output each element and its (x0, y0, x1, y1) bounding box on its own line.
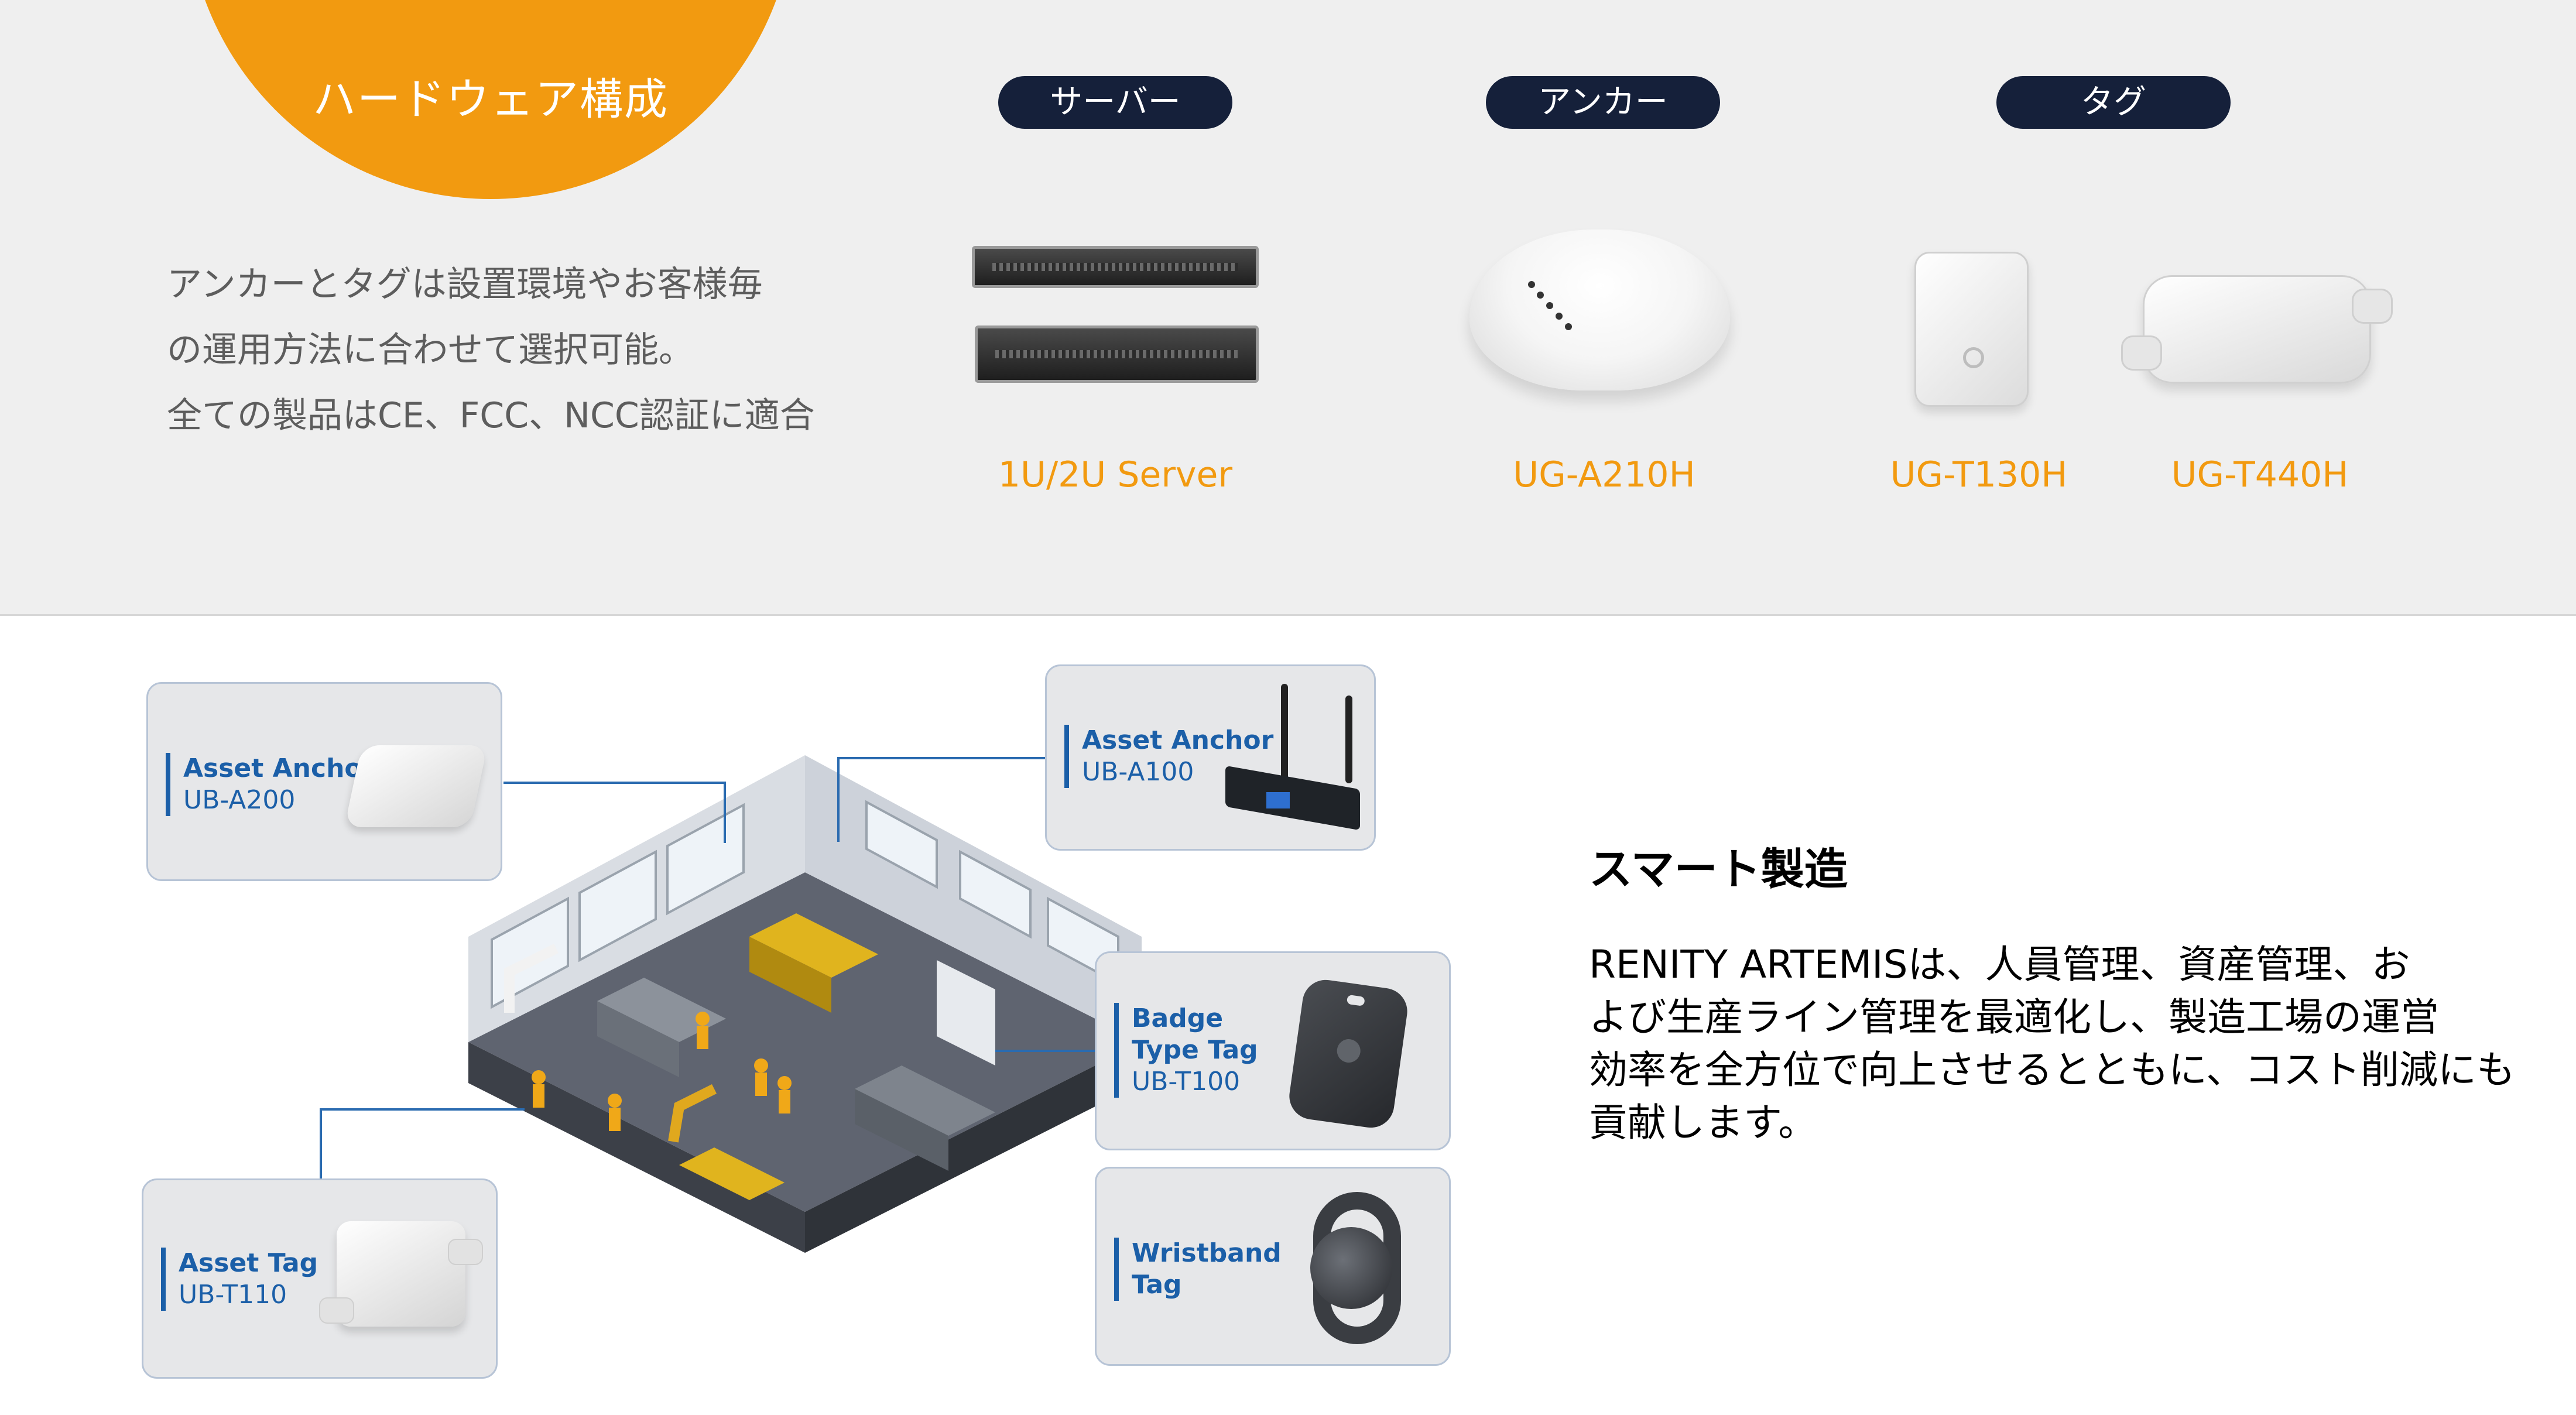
anchor-a200-image (344, 745, 488, 827)
callout-wristband-tag: Wristband Tag (1095, 1167, 1451, 1366)
anchor-a100-image (1222, 684, 1363, 831)
callout-title: Asset Anchor (1082, 725, 1274, 755)
category-pill-anchor: アンカー (1486, 76, 1720, 129)
connector-line (837, 757, 840, 842)
callout-asset-anchor-a100: Asset Anchor UB-A100 (1045, 664, 1376, 851)
model-tag-t440: UG-T440H (2171, 454, 2349, 495)
tag-t130-image (1914, 252, 2029, 407)
callout-title: Asset Tag (179, 1248, 318, 1278)
server-1u-image (972, 246, 1259, 288)
factory-illustration (468, 755, 1142, 1253)
callout-title: Badge (1132, 1003, 1224, 1033)
model-anchor: UG-A210H (1513, 454, 1695, 495)
hardware-description: アンカーとタグは設置環境やお客様毎 の運用方法に合わせて選択可能。 全ての製品は… (167, 252, 840, 448)
smart-manufacturing-line: よび生産ライン管理を最適化し、製造工場の運営 (1589, 995, 2439, 1040)
hardware-description-line: アンカーとタグは設置環境やお客様毎 (167, 264, 763, 305)
wristband-tag-image (1290, 1192, 1413, 1344)
smart-manufacturing-body: RENITY ARTEMISは、人員管理、資産管理、お よび生産ライン管理を最適… (1589, 938, 2516, 1149)
anchor-device-image (1469, 229, 1730, 390)
asset-tag-image (319, 1221, 483, 1327)
callout-model: UB-T100 (1132, 1067, 1241, 1097)
smart-manufacturing-line: 貢献します。 (1589, 1100, 1817, 1145)
callout-model: UB-T110 (179, 1280, 287, 1310)
callout-asset-tag: Asset Tag UB-T110 (142, 1178, 498, 1379)
callout-label: Asset Tag UB-T110 (161, 1248, 318, 1311)
hardware-section: ハードウェア構成 アンカーとタグは設置環境やお客様毎 の運用方法に合わせて選択可… (0, 0, 2576, 616)
callout-badge-tag: Badge Type Tag UB-T100 (1095, 951, 1451, 1150)
callout-model: UB-A100 (1082, 757, 1194, 787)
callout-title: Type Tag (1132, 1035, 1258, 1065)
smart-manufacturing-title: スマート製造 (1589, 844, 1848, 895)
smart-manufacturing-line: 効率を全方位で向上させるとともに、コスト削減にも (1589, 1047, 2516, 1092)
callout-label: Badge Type Tag UB-T100 (1114, 1003, 1258, 1098)
hardware-description-line: の運用方法に合わせて選択可能。 (167, 330, 694, 371)
connector-line (320, 1108, 525, 1111)
badge-tag-image (1286, 977, 1410, 1131)
connector-line (995, 1050, 1095, 1052)
callout-title: Tag (1132, 1270, 1182, 1300)
connector-line (320, 1108, 322, 1178)
model-server: 1U/2U Server (998, 454, 1233, 495)
tag-t440-image (2121, 275, 2393, 383)
hardware-title: ハードウェア構成 (313, 74, 669, 125)
connector-line (724, 782, 726, 843)
connector-line (837, 757, 1045, 759)
callout-title: Wristband (1132, 1238, 1282, 1268)
model-tag-t130: UG-T130H (1890, 454, 2068, 495)
category-pill-server: サーバー (998, 76, 1232, 129)
callout-asset-anchor-a200: Asset Anchor UB-A200 (146, 682, 502, 881)
callout-title: Asset Anchor (183, 753, 375, 783)
hardware-description-line: 全ての製品はCE、FCC、NCC認証に適合 (167, 395, 815, 436)
category-pill-tag: タグ (1996, 76, 2231, 129)
connector-line (503, 782, 726, 784)
callout-label: Asset Anchor UB-A200 (166, 753, 375, 816)
smart-manufacturing-line: RENITY ARTEMISは、人員管理、資産管理、お (1589, 942, 2410, 987)
callout-model: UB-A200 (183, 785, 296, 815)
callout-label: Wristband Tag (1114, 1238, 1282, 1301)
server-2u-image (975, 326, 1259, 383)
callout-label: Asset Anchor UB-A100 (1064, 725, 1273, 788)
